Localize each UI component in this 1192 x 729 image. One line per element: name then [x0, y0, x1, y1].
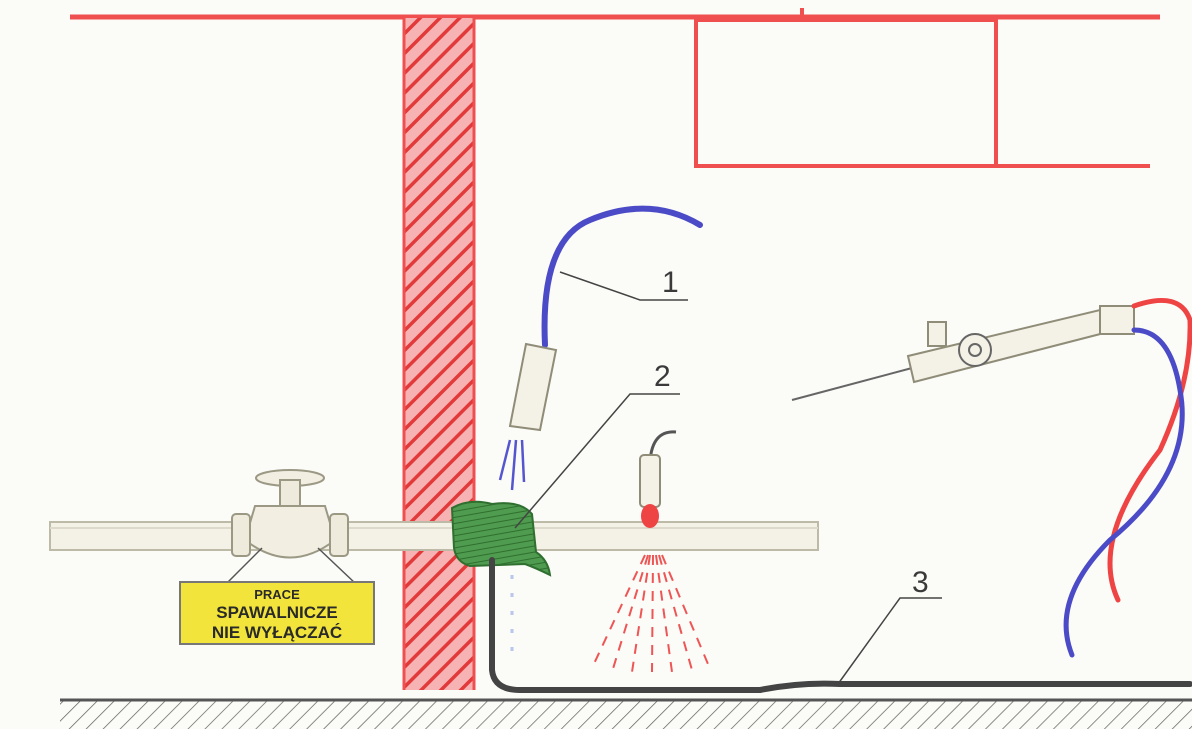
horizontal-pipe — [49, 521, 819, 551]
callout-leaders — [514, 271, 942, 685]
callout-1: 1 — [662, 266, 679, 299]
firewall-column — [402, 18, 476, 690]
ground — [60, 698, 1192, 729]
shutoff-valve — [225, 469, 357, 585]
torch-hoses — [1063, 297, 1192, 658]
callout-2: 2 — [654, 360, 671, 393]
warning-sign: PRACE SPAWALNICZE NIE WYŁĄCZAĆ — [179, 581, 375, 645]
grounding-cable — [489, 557, 1192, 693]
falling-sparks — [591, 554, 709, 673]
cutting-torch — [791, 305, 1135, 401]
ceiling-structure — [70, 8, 1160, 168]
upper-torch — [498, 205, 703, 491]
sign-line-3: NIE WYŁĄCZAĆ — [212, 623, 342, 642]
callout-3: 3 — [912, 566, 929, 599]
sign-line-2: SPAWALNICZE — [216, 603, 338, 622]
spark-nozzle — [639, 430, 677, 528]
sign-line-1: PRACE — [254, 587, 300, 602]
wet-cloth — [450, 500, 552, 577]
